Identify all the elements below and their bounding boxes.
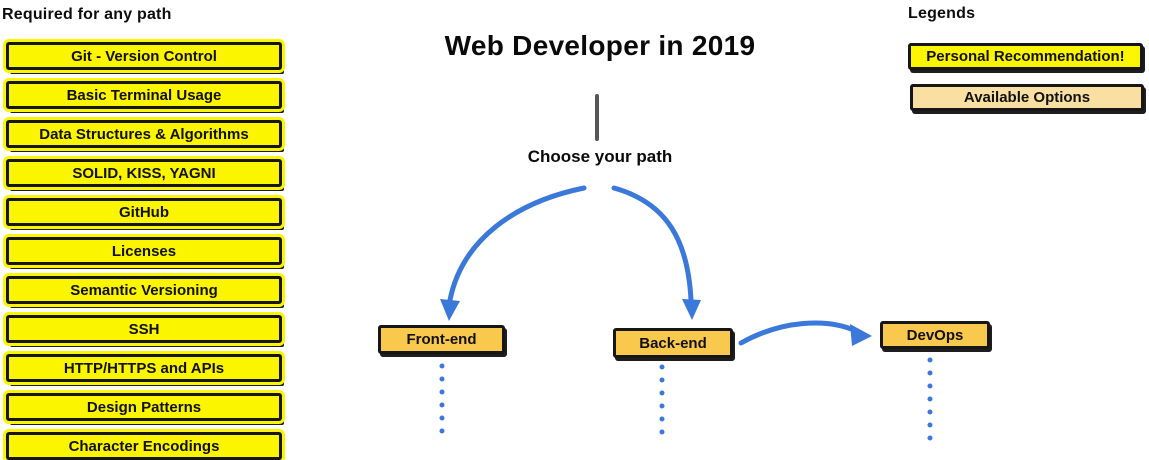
page-title: Web Developer in 2019 [444, 30, 756, 61]
arrow-to-front-end-icon [447, 185, 587, 303]
arrow-to-devops-icon [738, 320, 859, 346]
path-box-front-end[interactable]: Front-end [378, 325, 505, 354]
required-item-http[interactable]: HTTP/HTTPS and APIs [6, 354, 282, 382]
path-box-devops[interactable]: DevOps [880, 321, 990, 349]
required-item-terminal[interactable]: Basic Terminal Usage [6, 81, 282, 109]
required-item-solid[interactable]: SOLID, KISS, YAGNI [6, 159, 282, 187]
arrowhead-devops-icon [850, 324, 872, 346]
required-item-design-patterns[interactable]: Design Patterns [6, 393, 282, 421]
title-stem-line [595, 94, 599, 141]
required-item-encodings[interactable]: Character Encodings [6, 432, 282, 460]
required-item-git[interactable]: Git - Version Control [6, 42, 282, 70]
required-item-licenses[interactable]: Licenses [6, 237, 282, 265]
required-section-heading: Required for any path [2, 6, 172, 23]
path-box-back-end[interactable]: Back-end [613, 328, 733, 358]
legend-personal-recommendation: Personal Recommendation! [908, 43, 1143, 70]
required-item-ssh[interactable]: SSH [6, 315, 282, 343]
required-item-semver[interactable]: Semantic Versioning [6, 276, 282, 304]
required-item-data-structures[interactable]: Data Structures & Algorithms [6, 120, 282, 148]
arrow-to-back-end-icon [611, 185, 694, 303]
arrowhead-front-end-icon [440, 299, 460, 321]
required-items-list: Git - Version Control Basic Terminal Usa… [6, 42, 282, 460]
legend-heading: Legends [908, 5, 976, 22]
required-item-github[interactable]: GitHub [6, 198, 282, 226]
arrowhead-back-end-icon [682, 299, 701, 320]
legend-available-options: Available Options [910, 84, 1144, 111]
choose-path-label: Choose your path [527, 147, 673, 166]
